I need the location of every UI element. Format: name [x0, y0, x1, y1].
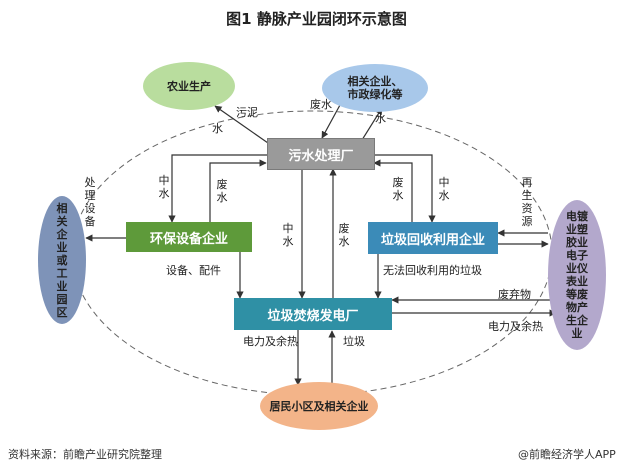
- node-related-enterprises-label: 相关企业、 市政绿化等: [347, 75, 403, 101]
- label-reclaimed-2: 中水: [282, 222, 294, 248]
- arrow-sewage-to-recycling: [374, 154, 436, 223]
- label-wastewater-top: 废水: [310, 98, 332, 111]
- label-sludge: 污泥: [236, 106, 258, 119]
- source-note: 资料来源：前瞻产业研究院整理: [8, 448, 162, 461]
- arrow-sewage-to-agriculture: [214, 105, 269, 144]
- node-left-park: 相关企业或工业园区: [38, 196, 86, 324]
- node-incineration-label: 垃圾焚烧发电厂: [267, 308, 359, 324]
- brand-note: @前瞻经济学人APP: [518, 448, 616, 461]
- node-sewage-plant: 污水处理厂: [267, 138, 375, 170]
- node-waste-producers-label: 电镀业塑胶业电子业仪表业等废物产生企业: [566, 210, 588, 340]
- arrow-related-to-sewage: [321, 104, 341, 139]
- node-eco-equipment-label: 环保设备企业: [149, 231, 228, 247]
- label-renewable: 再生资源: [521, 176, 533, 228]
- label-power-heat-left: 电力及余热: [243, 335, 298, 348]
- node-related-enterprises: 相关企业、 市政绿化等: [322, 64, 428, 112]
- label-water-2: 水: [375, 112, 386, 125]
- node-recycling-label: 垃圾回收利用企业: [380, 232, 485, 248]
- label-reclaimed-3: 中水: [438, 176, 450, 202]
- node-waste-producers: 电镀业塑胶业电子业仪表业等废物产生企业: [548, 200, 606, 350]
- node-sewage-plant-label: 污水处理厂: [288, 148, 354, 164]
- node-incineration: 垃圾焚烧发电厂: [234, 298, 392, 330]
- label-wastewater-3: 废水: [392, 176, 404, 202]
- label-processing-equipment: 处理设备: [84, 176, 96, 228]
- label-reclaimed-1: 中水: [158, 174, 170, 200]
- label-wastewater-2: 废水: [338, 222, 350, 248]
- node-eco-equipment: 环保设备企业: [126, 222, 252, 252]
- label-unrecyclable: 无法回收利用的垃圾: [383, 264, 482, 277]
- arrow-eco-to-sewage: [209, 159, 267, 222]
- label-equipment-parts: 设备、配件: [166, 264, 221, 277]
- node-residential-label: 居民小区及相关企业: [269, 400, 369, 413]
- label-power-heat-right: 电力及余热: [488, 320, 543, 333]
- label-water-1: 水: [212, 122, 223, 135]
- node-agriculture: 农业生产: [143, 62, 235, 110]
- node-residential: 居民小区及相关企业: [260, 382, 378, 430]
- arrow-sewage-to-related: [361, 107, 383, 141]
- label-garbage: 垃圾: [343, 335, 365, 348]
- node-left-park-label: 相关企业或工业园区: [56, 201, 68, 319]
- arrow-sewage-to-eco: [168, 154, 268, 223]
- figure-title: 图1 静脉产业园闭环示意图: [226, 10, 407, 28]
- arrow-recycling-to-sewage: [373, 159, 413, 222]
- label-waste: 废弃物: [498, 288, 531, 301]
- node-recycling: 垃圾回收利用企业: [368, 222, 498, 254]
- label-wastewater-1: 废水: [216, 178, 228, 204]
- node-agriculture-label: 农业生产: [167, 80, 211, 93]
